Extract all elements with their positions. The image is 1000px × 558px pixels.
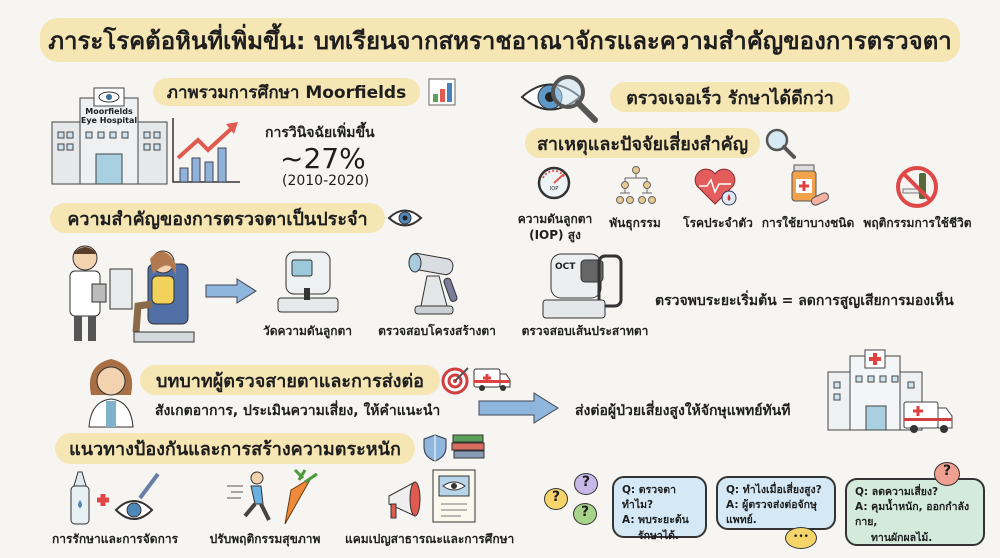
- doctor-patient-illustration: [69, 245, 195, 343]
- prevention-label: แคมเปญสาธารณะและการศึกษา: [345, 532, 515, 546]
- risk-label: พันธุกรรม: [609, 216, 661, 230]
- overview-heading: ภาพรวมการศึกษา Moorfields: [153, 78, 420, 106]
- faq-answer: A: ผู้ตรวจส่งต่อจักษุแพทย์.: [726, 499, 817, 527]
- medicine-icon: [791, 164, 830, 206]
- faq-bubble: Q: ลดความเสี่ยง? A: คุมน้ำหนัก, ออกกำลัง…: [845, 478, 985, 546]
- risk-heading: สาเหตุและปัจจัยเสี่ยงสำคัญ: [525, 128, 760, 158]
- rising-trend-chart-icon: [172, 118, 240, 183]
- routine-heading: ความสำคัญของการตรวจตาเป็นประจำ: [50, 203, 385, 233]
- risk-label: การใช้ยาบางชนิด: [761, 216, 855, 230]
- gauge-text: IOP: [549, 186, 559, 192]
- faq-answer: A: พบระยะต้น: [622, 514, 689, 527]
- faq-answer: A: คุมน้ำหนัก, ออกกำลังกาย,: [855, 501, 970, 529]
- faq-question: Q: ลดความเสี่ยง?: [855, 486, 939, 498]
- eye-magnifier-icon: [520, 75, 598, 123]
- bar-chart-icon: [428, 78, 456, 106]
- books-icon: [451, 434, 485, 459]
- role-duties: สังเกตอาการ, ประเมินความเสี่ยง, ให้คำแนะ…: [155, 403, 441, 419]
- test-label: ตรวจสอบโครงสร้างตา: [378, 324, 496, 338]
- early-detection-heading: ตรวจเจอเร็ว รักษาได้ดีกว่า: [610, 82, 850, 112]
- hospital-sign-line2: Eye Hospital: [80, 116, 138, 125]
- faq-bubble: Q: ทำไงเมื่อเสี่ยงสูง? A: ผู้ตรวจส่งต่อจ…: [716, 476, 836, 530]
- stat-value: ~27%: [280, 142, 366, 175]
- page-title: ภาระโรคต้อหินที่เพิ่มขึ้น: บทเรียนจากสหร…: [40, 18, 960, 62]
- risk-label: พฤติกรรมการใช้ชีวิต: [863, 216, 972, 230]
- faq-answer-cont: ทานผักผลไม้.: [871, 531, 933, 544]
- hospital-sign-line1: Moorfields: [85, 107, 133, 116]
- referral-text: ส่งต่อผู้ป่วยเสี่ยงสูงให้จักษุแพทย์ทันที: [575, 403, 791, 419]
- hospital-illustration: Moorfields Eye Hospital: [51, 87, 168, 186]
- referral-arrow-icon: [478, 392, 559, 424]
- test-label: ตรวจสอบเส้นประสาทตา: [521, 324, 649, 338]
- faq-bubble: Q: ตรวจตาทำไม? A: พบระยะต้น รักษาได้.: [612, 476, 707, 542]
- right-arrow-icon: [205, 278, 257, 304]
- oct-machine-icon: [542, 253, 623, 319]
- question-bubble-icon: ?: [934, 462, 960, 486]
- runner-carrot-icon: [227, 468, 318, 525]
- ellipsis-bubble-icon: •••: [785, 527, 817, 549]
- heart-icon: [694, 168, 737, 206]
- eye-drops-treatment-icon: [70, 471, 160, 525]
- stat-label: การวินิจฉัยเพิ่มขึ้น: [265, 125, 375, 141]
- target-icon: [441, 367, 469, 395]
- risk-label: ความดันลูกตา (IOP) สูง: [517, 212, 593, 242]
- slit-lamp-icon: [408, 252, 458, 315]
- megaphone-poster-icon: [388, 469, 476, 523]
- faq-question: Q: ตรวจตาทำไม?: [622, 484, 677, 512]
- pressure-gauge-icon: [537, 166, 571, 200]
- role-heading: บทบาทผู้ตรวจสายตาและการส่งต่อ: [140, 365, 440, 395]
- prevention-heading: แนวทางป้องกันและการสร้างความตระหนัก: [55, 433, 415, 464]
- magnifier-icon: [765, 128, 796, 159]
- ambulance-icon: [473, 368, 511, 391]
- oct-text: OCT: [555, 262, 576, 272]
- tonometer-icon: [277, 251, 339, 313]
- test-label: วัดความดันลูกตา: [262, 324, 353, 338]
- no-smoking-drinking-icon: [896, 166, 938, 208]
- family-tree-icon: [616, 166, 656, 204]
- eye-icon: [387, 209, 423, 227]
- routine-conclusion: ตรวจพบระยะเริ่มต้น = ลดการสูญเสียการมองเ…: [655, 293, 954, 309]
- prevention-label: การรักษาและการจัดการ: [51, 532, 179, 546]
- faq-answer-cont: รักษาได้.: [638, 529, 679, 542]
- risk-label: โรคประจำตัว: [683, 216, 753, 230]
- shield-icon: [423, 434, 447, 462]
- stat-period: (2010-2020): [282, 173, 370, 189]
- faq-question: Q: ทำไงเมื่อเสี่ยงสูง?: [726, 484, 822, 496]
- hospital-ambulance-icon: [827, 349, 953, 433]
- optometrist-avatar: [88, 359, 134, 428]
- prevention-label: ปรับพฤติกรรมสุขภาพ: [209, 532, 321, 546]
